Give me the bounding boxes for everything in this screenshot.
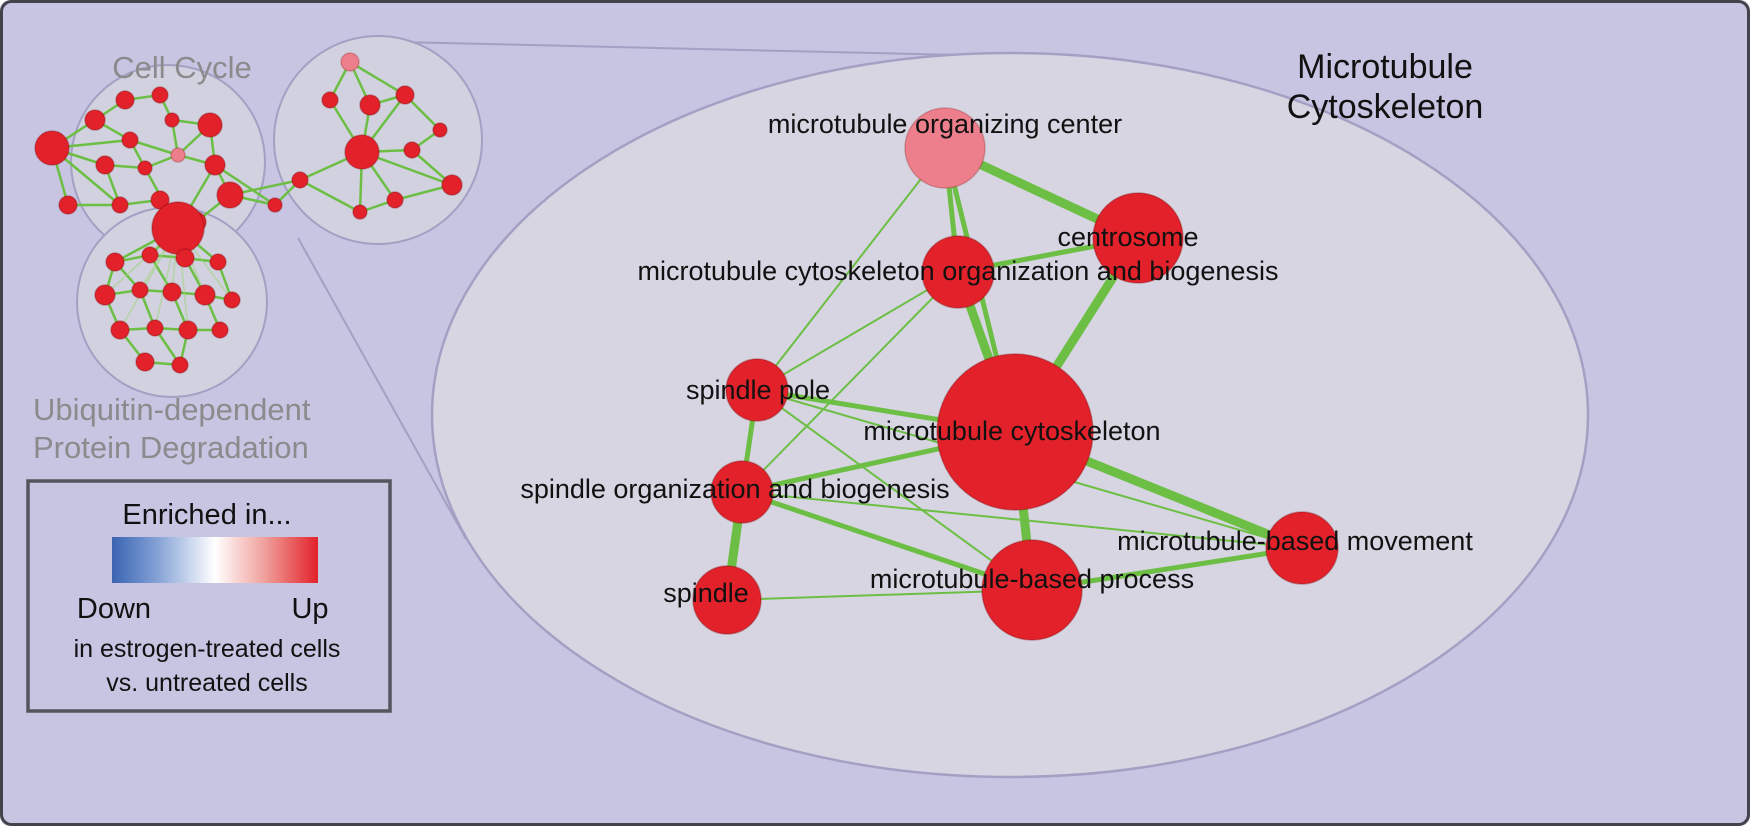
node-label-spindle: spindle: [663, 578, 749, 608]
node-spindle-organization-and-biogenesis: [710, 460, 774, 524]
overview-node: [141, 246, 159, 264]
node-label-centrosome: centrosome: [1057, 222, 1198, 252]
overview-node: [204, 154, 226, 176]
legend-down-label: Down: [77, 593, 151, 625]
overview-node: [34, 130, 70, 166]
overview-node: [137, 160, 153, 176]
network-edge: [741, 491, 1303, 549]
overview-node: [110, 320, 130, 340]
legend-title: Enriched in...: [122, 499, 291, 531]
overview-cluster-ubiquitin-nodes: [94, 246, 241, 374]
cluster-circle-microtubule: [273, 35, 483, 245]
node-microtubule-based-process: [981, 539, 1083, 641]
overview-node: [94, 284, 116, 306]
overview-node: [267, 197, 283, 213]
network-edge: [741, 271, 959, 493]
overview-node: [321, 91, 339, 109]
network-edge: [756, 389, 1033, 591]
overview-node: [95, 155, 115, 175]
overview-node: [151, 86, 169, 104]
overview-node: [344, 134, 380, 170]
overview-node: [359, 94, 381, 116]
overview-node: [84, 109, 106, 131]
node-spindle: [692, 565, 762, 635]
cluster-label-ubiquitin-line2: Protein Degradation: [33, 430, 309, 465]
legend-box: [26, 479, 392, 713]
legend-up-label: Up: [291, 593, 328, 625]
zoom-view: microtubule organizing center centrosome…: [430, 48, 1590, 779]
overview-node: [194, 284, 216, 306]
node-microtubule-cytoskeleton: [936, 353, 1094, 511]
overview-node: [197, 112, 223, 138]
overview-node: [162, 282, 182, 302]
overview-node: [211, 321, 229, 339]
overview-node: [115, 90, 135, 110]
overview-node: [178, 320, 198, 340]
overview-network: Cell Cycle Ubiquitin-dependent Protein D…: [33, 35, 483, 465]
overview-node: [135, 352, 155, 372]
overview-node: [105, 252, 125, 272]
node-label-microtubule-organizing-center: microtubule organizing center: [768, 109, 1122, 139]
overview-node-light: [170, 147, 186, 163]
zoom-title-line1: Microtubule: [1297, 48, 1473, 86]
overview-cluster-microtubule-nodes: [267, 52, 463, 220]
overview-cluster-cell-cycle-nodes: [34, 86, 244, 255]
overview-node: [386, 191, 404, 209]
node-label-spindle-pole: spindle pole: [686, 375, 830, 405]
zoom-node-labels: microtubule organizing center centrosome…: [520, 109, 1473, 608]
node-spindle-pole: [725, 358, 789, 422]
overview-node: [111, 196, 129, 214]
node-microtubule-organizing-center: [904, 107, 986, 189]
legend-gradient-bar: [112, 537, 318, 583]
overview-node: [432, 122, 448, 138]
overview-node: [209, 253, 227, 271]
node-microtubule-based-movement: [1265, 511, 1339, 585]
zoom-callout-line-top: [399, 41, 1001, 57]
legend-note-line2: vs. untreated cells: [106, 669, 308, 697]
node-label-microtubule-based-movement: microtubule-based movement: [1117, 526, 1473, 556]
node-microtubule-cytoskeleton-organization-and-biogenesis: [921, 235, 995, 309]
network-edge: [726, 589, 1033, 601]
overview-node: [395, 85, 415, 105]
legend: Enriched in... Down Up in estrogen-treat…: [26, 479, 392, 713]
cluster-label-cell-cycle: Cell Cycle: [112, 50, 252, 85]
overview-node: [171, 356, 189, 374]
overview-node: [164, 112, 180, 128]
zoom-nodes: [692, 107, 1339, 641]
zoom-callout-line-bottom: [297, 237, 467, 540]
node-label-microtubule-cytoskeleton: microtubule cytoskeleton: [863, 416, 1160, 446]
overview-node: [131, 281, 149, 299]
cluster-label-ubiquitin-line1: Ubiquitin-dependent: [33, 392, 311, 427]
overview-node: [150, 190, 170, 210]
node-centrosome: [1092, 192, 1184, 284]
overview-node: [146, 319, 164, 337]
overview-hub-node: [151, 201, 205, 255]
overview-node: [291, 171, 309, 189]
overview-node: [403, 141, 421, 159]
node-label-spindle-organization-and-biogenesis: spindle organization and biogenesis: [520, 474, 949, 504]
node-label-microtubule-cytoskeleton-organization-and-biogenesis: microtubule cytoskeleton organization an…: [638, 256, 1279, 286]
overview-node: [58, 195, 78, 215]
zoom-title-line2: Cytoskeleton: [1287, 88, 1484, 126]
overview-node: [441, 174, 463, 196]
overview-node-light: [340, 52, 360, 72]
legend-note-line1: in estrogen-treated cells: [74, 635, 341, 663]
overview-node: [223, 291, 241, 309]
overview-edges-microtubule: [273, 60, 454, 214]
network-edge: [756, 147, 946, 391]
overview-node: [216, 181, 244, 209]
network-edge: [739, 489, 1035, 593]
overview-node: [121, 131, 139, 149]
overview-node: [175, 248, 195, 268]
network-edge: [756, 271, 959, 391]
overview-node: [352, 204, 368, 220]
node-label-microtubule-based-process: microtubule-based process: [870, 564, 1194, 594]
